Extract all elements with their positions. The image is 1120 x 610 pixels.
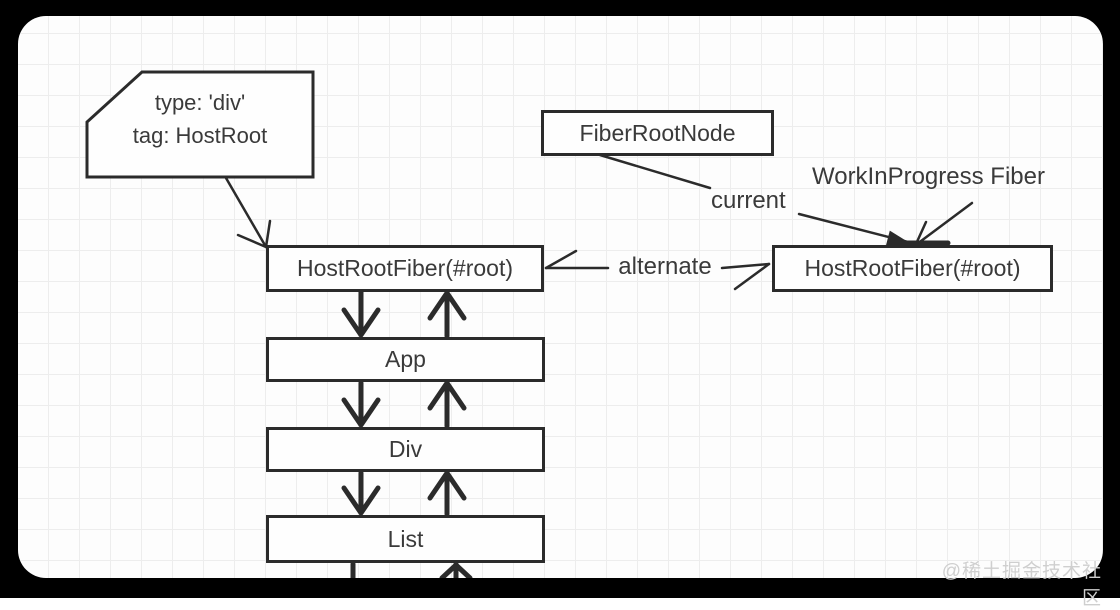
node-fiber-root-node: FiberRootNode: [541, 110, 774, 156]
label-alternate: alternate: [618, 253, 712, 280]
bottom-frame-band: [0, 578, 1120, 598]
callout-note: type: 'div' tag: HostRoot: [87, 86, 313, 152]
watermark: @稀土掘金技术社区: [941, 561, 1102, 609]
callout-line-tag: tag: HostRoot: [132, 123, 268, 148]
node-div: Div: [266, 427, 545, 472]
work-in-progress-arrow: [900, 201, 974, 246]
node-host-root-fiber-wip: HostRootFiber(#root): [772, 245, 1053, 292]
callout-arrow: [224, 176, 272, 249]
alternate-link: [544, 249, 771, 291]
callout-shape: [85, 70, 315, 179]
tree-arrows: [341, 289, 473, 581]
label-current: current: [711, 187, 786, 214]
node-host-root-fiber-current: HostRootFiber(#root): [266, 245, 544, 292]
node-app: App: [266, 337, 545, 382]
node-list: List: [266, 515, 545, 563]
callout-line-type: type: 'div': [154, 90, 246, 115]
label-work-in-progress-fiber: WorkInProgress Fiber: [812, 163, 1045, 190]
